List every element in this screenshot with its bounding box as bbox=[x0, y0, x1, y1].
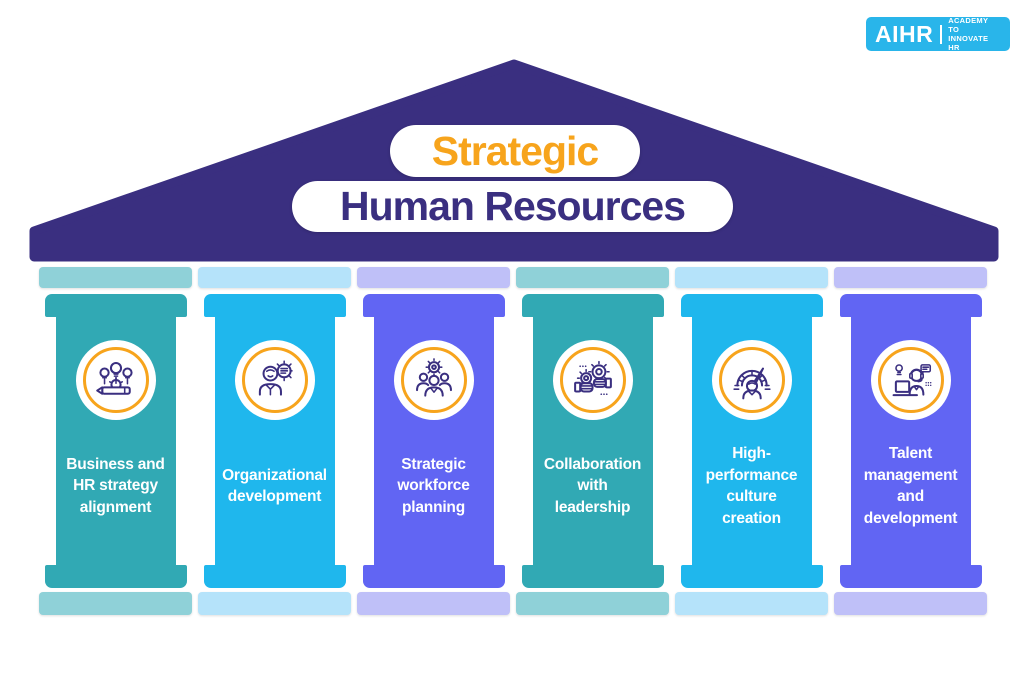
icon-ring bbox=[241, 347, 308, 413]
pillar-top-bar bbox=[39, 267, 192, 288]
pillar-bottom-bar bbox=[675, 592, 828, 615]
aihr-logo-brand: AIHR bbox=[875, 20, 934, 47]
pillar-base bbox=[521, 565, 664, 588]
support-agent-laptop-icon bbox=[892, 364, 931, 397]
person-gear-icon bbox=[258, 360, 293, 396]
pillar-base bbox=[44, 565, 187, 588]
aihr-logo: AIHR ACADEMY TO INNOVATE HR bbox=[866, 16, 1010, 52]
pillar-collaboration-with-leadership: Collaboration with leadership bbox=[516, 267, 669, 615]
logo-divider bbox=[940, 24, 943, 44]
performance-gauge-person-icon bbox=[732, 367, 771, 400]
pillar-capital bbox=[839, 294, 982, 317]
pillar-label: High- performance culture creation bbox=[705, 445, 798, 527]
pillar-body: Organizational development bbox=[203, 294, 346, 588]
title-pill-human-resources: Human Resources bbox=[292, 181, 733, 232]
pillar-talent-management-and-development: Talent management and development bbox=[834, 267, 987, 615]
title-pill-strategic: Strategic bbox=[390, 125, 640, 177]
pillar-icon-circle bbox=[234, 340, 315, 420]
pillar-top-bar bbox=[675, 267, 828, 288]
pillar-body: Strategic workforce planning bbox=[362, 294, 505, 588]
title-strategic: Strategic bbox=[431, 127, 599, 174]
pillar-label: Business and HR strategy alignment bbox=[66, 455, 165, 516]
pillar-high-performance-culture-creation: High- performance culture creation bbox=[675, 267, 828, 615]
pillar-base bbox=[680, 565, 823, 588]
pillar-business-hr-strategy-alignment: Business and HR strategy alignment bbox=[39, 267, 192, 615]
icon-ring bbox=[877, 347, 944, 413]
pillar-icon-circle bbox=[711, 340, 792, 420]
pillar-bottom-bar bbox=[516, 592, 669, 615]
pillar-capital bbox=[362, 294, 505, 317]
aihr-logo-tagline: ACADEMY TO INNOVATE HR bbox=[948, 16, 1001, 52]
pillar-bottom-bar bbox=[357, 592, 510, 615]
logo-tagline-line2: INNOVATE HR bbox=[948, 34, 989, 52]
icon-ring bbox=[559, 347, 626, 413]
pillar-bottom-bar bbox=[198, 592, 351, 615]
pillar-icon-circle bbox=[870, 340, 951, 420]
pillar-capital bbox=[203, 294, 346, 317]
colonnade: Business and HR strategy alignment bbox=[39, 267, 987, 615]
pillar-body: Collaboration with leadership bbox=[521, 294, 664, 588]
pillar-label: Organizational development bbox=[222, 466, 327, 506]
pillar-capital bbox=[680, 294, 823, 317]
pillar-top-bar bbox=[834, 267, 987, 288]
pillar-strategic-workforce-planning: Strategic workforce planning bbox=[357, 267, 510, 615]
pillar-label: Talent management and development bbox=[863, 445, 958, 527]
pillar-body: Talent management and development bbox=[839, 294, 982, 588]
pillar-top-bar bbox=[198, 267, 351, 288]
pillar-icon-circle bbox=[552, 340, 633, 420]
icon-ring bbox=[82, 347, 149, 413]
pillar-capital bbox=[44, 294, 187, 317]
pillar-base bbox=[362, 565, 505, 588]
pillar-organizational-development: Organizational development bbox=[198, 267, 351, 615]
pillar-bottom-bar bbox=[39, 592, 192, 615]
pillar-icon-circle bbox=[75, 340, 156, 420]
pillar-capital bbox=[521, 294, 664, 317]
pillar-base bbox=[203, 565, 346, 588]
title-human-resources: Human Resources bbox=[339, 183, 686, 229]
hands-gears-collaboration-icon bbox=[573, 360, 612, 396]
logo-tagline-line1: ACADEMY TO bbox=[948, 16, 989, 34]
pillar-label: Collaboration with leadership bbox=[543, 455, 642, 516]
team-gear-icon bbox=[415, 358, 452, 397]
pillar-top-bar bbox=[516, 267, 669, 288]
icon-ring bbox=[400, 347, 467, 413]
pillar-body: Business and HR strategy alignment bbox=[44, 294, 187, 588]
pillar-top-bar bbox=[357, 267, 510, 288]
pillar-body: High- performance culture creation bbox=[680, 294, 823, 588]
pillar-label: Strategic workforce planning bbox=[397, 455, 470, 516]
pillar-base bbox=[839, 565, 982, 588]
pillar-icon-circle bbox=[393, 340, 474, 420]
innovation-bulbs-pencil-icon bbox=[95, 362, 133, 395]
icon-ring bbox=[718, 347, 785, 413]
pillar-bottom-bar bbox=[834, 592, 987, 615]
